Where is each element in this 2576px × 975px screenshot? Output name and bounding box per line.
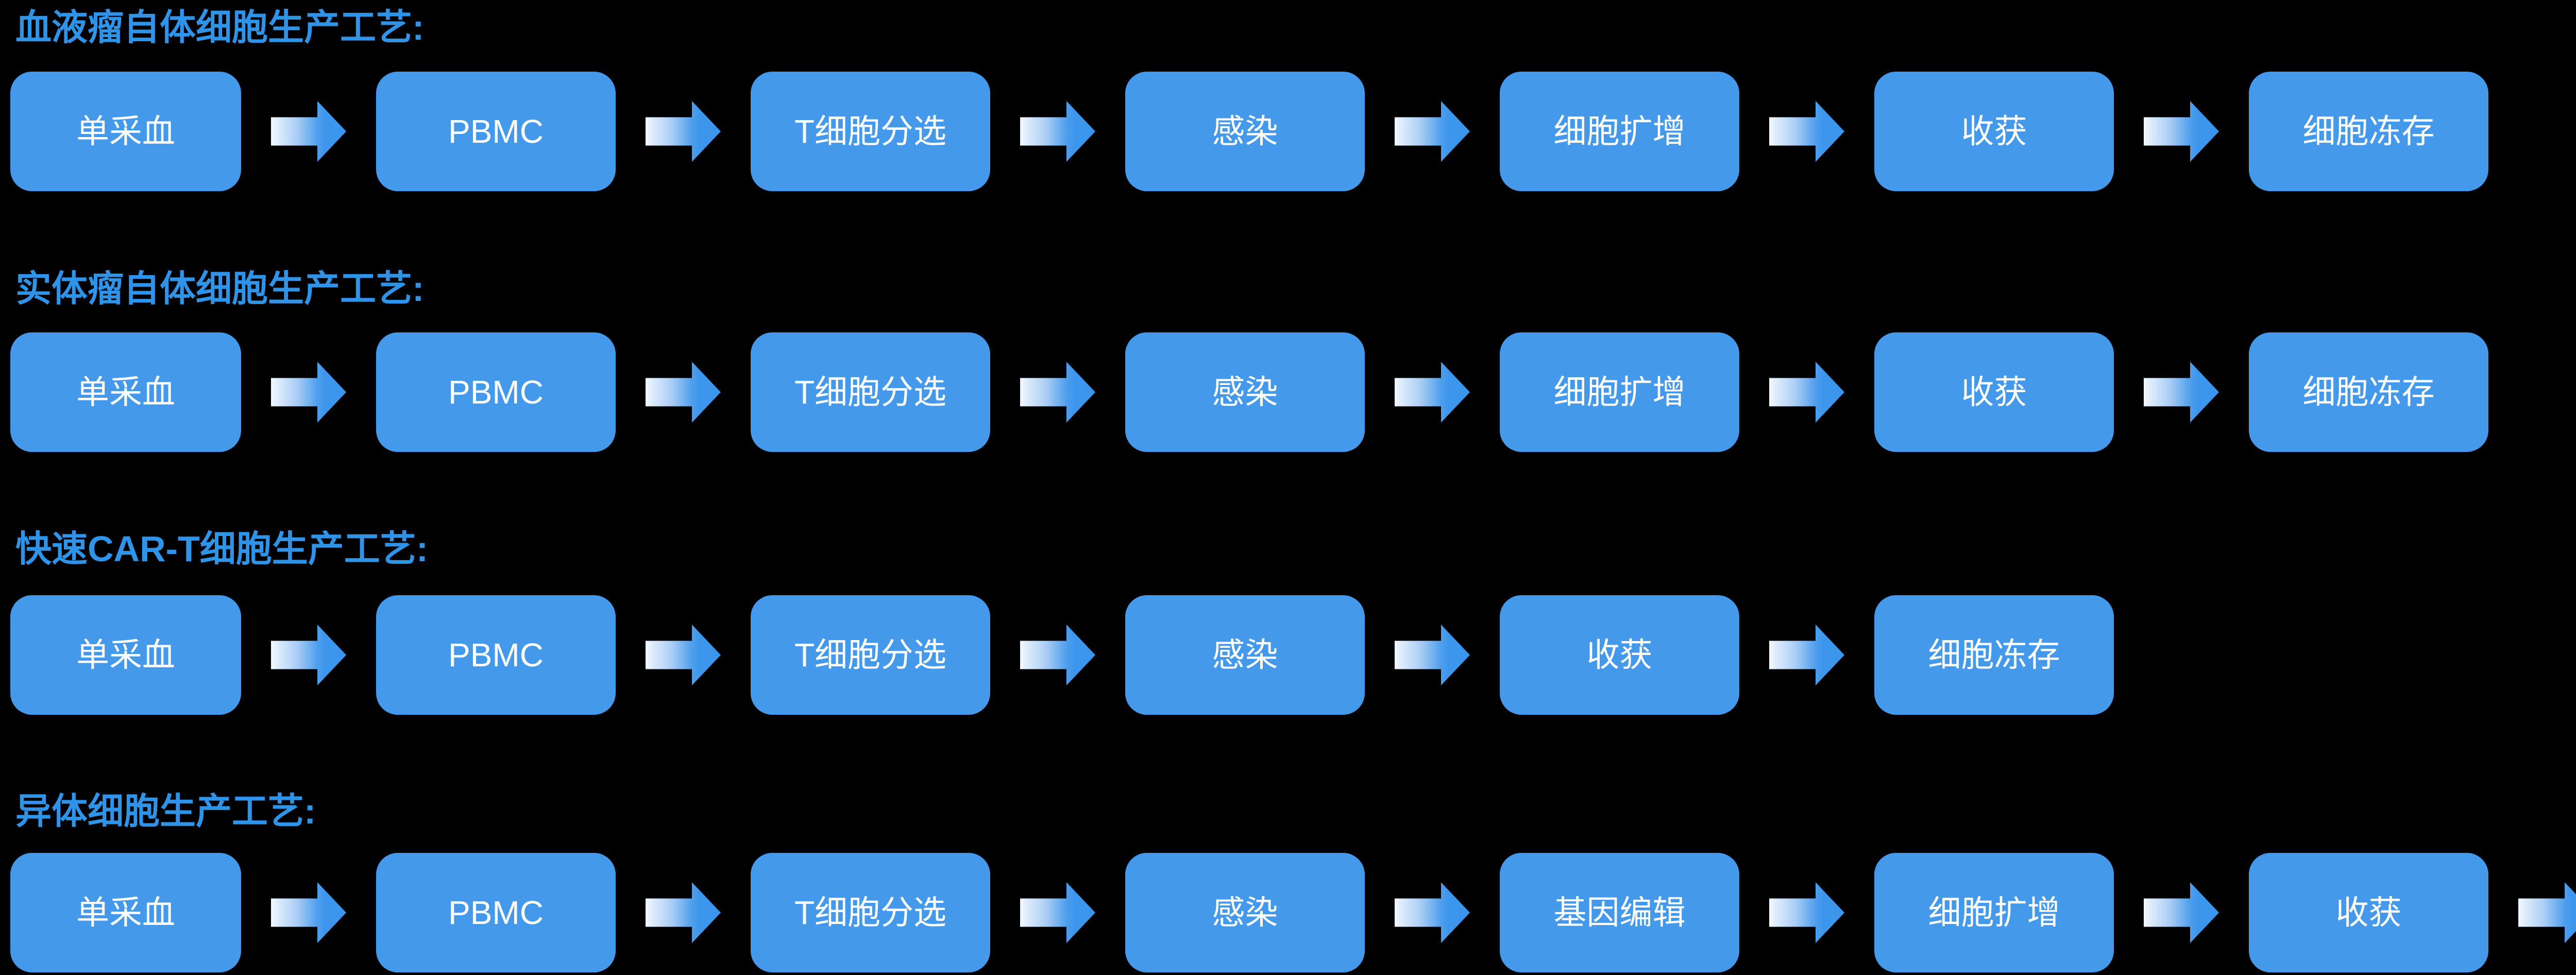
process-step-label: 单采血: [76, 894, 175, 931]
process-step-box: PBMC: [376, 72, 616, 191]
flow-arrow-icon: [2144, 882, 2219, 943]
process-step-box: 收获: [1874, 72, 2114, 191]
process-step-label: 单采血: [76, 374, 175, 411]
process-step-label: 细胞扩增: [1553, 113, 1686, 150]
process-flow-row-rapid-cart: 单采血 PBMC T细胞分选 感染 收获 细胞冻存: [10, 595, 2114, 715]
flow-arrow-icon: [646, 625, 721, 685]
process-step-box: 细胞扩增: [1874, 853, 2114, 972]
process-step-box: 细胞扩增: [1500, 332, 1739, 452]
flow-arrow-icon: [271, 625, 346, 685]
process-step-label: T细胞分选: [794, 374, 947, 411]
process-step-label: 细胞冻存: [1928, 636, 2060, 674]
process-step-box: 单采血: [10, 595, 241, 715]
process-flow-row-solid-tumor-autologous: 单采血 PBMC T细胞分选 感染 细胞扩增 收获 细胞冻存: [10, 332, 2488, 452]
flow-arrow-icon: [646, 882, 721, 943]
process-step-box: 细胞扩增: [1500, 72, 1739, 191]
process-step-box: 收获: [2249, 853, 2488, 972]
section-title-rapid-cart: 快速CAR-T细胞生产工艺:: [15, 529, 429, 569]
flow-arrow-icon: [646, 101, 721, 162]
flow-arrow-icon: [1395, 362, 1470, 423]
process-step-label: 感染: [1212, 636, 1278, 674]
process-step-label: T细胞分选: [794, 636, 947, 674]
flow-arrow-icon: [1769, 101, 1844, 162]
process-step-box: 基因编辑: [1500, 853, 1739, 972]
process-step-label: 单采血: [76, 636, 175, 674]
process-step-box: 感染: [1125, 853, 1365, 972]
process-step-box: PBMC: [376, 853, 616, 972]
process-step-label: 收获: [1961, 113, 2027, 150]
process-step-label: PBMC: [448, 374, 544, 411]
process-step-box: T细胞分选: [751, 72, 990, 191]
flow-arrow-icon: [271, 882, 346, 943]
flow-arrow-icon: [1395, 625, 1470, 685]
process-step-label: 感染: [1212, 374, 1278, 411]
process-step-label: PBMC: [448, 113, 544, 150]
flow-arrow-icon: [1020, 101, 1095, 162]
section-title-solid-tumor-autologous: 实体瘤自体细胞生产工艺:: [15, 268, 425, 309]
flow-arrow-icon: [1020, 882, 1095, 943]
process-step-label: T细胞分选: [794, 113, 947, 150]
process-step-label: PBMC: [448, 894, 544, 931]
process-step-label: PBMC: [448, 636, 544, 674]
process-step-label: 收获: [1586, 636, 1653, 674]
process-step-label: 基因编辑: [1553, 894, 1686, 931]
flow-arrow-icon: [1395, 101, 1470, 162]
flow-arrow-icon: [1769, 362, 1844, 423]
process-step-box: T细胞分选: [751, 853, 990, 972]
process-step-label: 感染: [1212, 894, 1278, 931]
process-flow-row-allogeneic: 单采血PBMCT细胞分选感染基因编辑细胞扩增收获细胞冻存: [10, 853, 2576, 972]
flow-arrow-icon: [646, 362, 721, 423]
process-flow-row-blood-tumor-autologous: 单采血 PBMC T细胞分选 感染 细胞扩增 收获 细胞冻存: [10, 72, 2488, 191]
process-step-box: 收获: [1500, 595, 1739, 715]
flow-arrow-icon: [1769, 882, 1844, 943]
flow-arrow-icon: [2144, 362, 2219, 423]
process-step-label: T细胞分选: [794, 894, 947, 931]
flow-arrow-icon: [2518, 882, 2576, 943]
flow-arrow-icon: [1769, 625, 1844, 685]
flow-arrow-icon: [271, 101, 346, 162]
process-step-box: 感染: [1125, 72, 1365, 191]
process-step-label: 细胞冻存: [2302, 374, 2435, 411]
process-step-box: 单采血: [10, 853, 241, 972]
process-step-box: PBMC: [376, 595, 616, 715]
process-step-box: 感染: [1125, 595, 1365, 715]
process-step-label: 单采血: [76, 113, 175, 150]
process-step-box: 感染: [1125, 332, 1365, 452]
process-step-box: 收获: [1874, 332, 2114, 452]
section-title-allogeneic: 异体细胞生产工艺:: [15, 791, 316, 831]
process-step-box: 细胞冻存: [1874, 595, 2114, 715]
section-title-blood-tumor-autologous: 血液瘤自体细胞生产工艺:: [15, 7, 425, 47]
flow-arrow-icon: [1020, 625, 1095, 685]
process-step-box: 细胞冻存: [2249, 332, 2488, 452]
process-step-box: T细胞分选: [751, 332, 990, 452]
process-step-label: 细胞扩增: [1553, 374, 1686, 411]
process-step-label: 细胞冻存: [2302, 113, 2435, 150]
process-step-label: 感染: [1212, 113, 1278, 150]
process-step-label: 收获: [2335, 894, 2402, 931]
process-step-box: 单采血: [10, 72, 241, 191]
process-step-box: PBMC: [376, 332, 616, 452]
process-step-label: 细胞扩增: [1928, 894, 2060, 931]
flow-arrow-icon: [2144, 101, 2219, 162]
flow-arrow-icon: [1395, 882, 1470, 943]
process-step-label: 收获: [1961, 374, 2027, 411]
process-step-box: 单采血: [10, 332, 241, 452]
process-step-box: 细胞冻存: [2249, 72, 2488, 191]
flow-arrow-icon: [1020, 362, 1095, 423]
process-step-box: T细胞分选: [751, 595, 990, 715]
flow-arrow-icon: [271, 362, 346, 423]
